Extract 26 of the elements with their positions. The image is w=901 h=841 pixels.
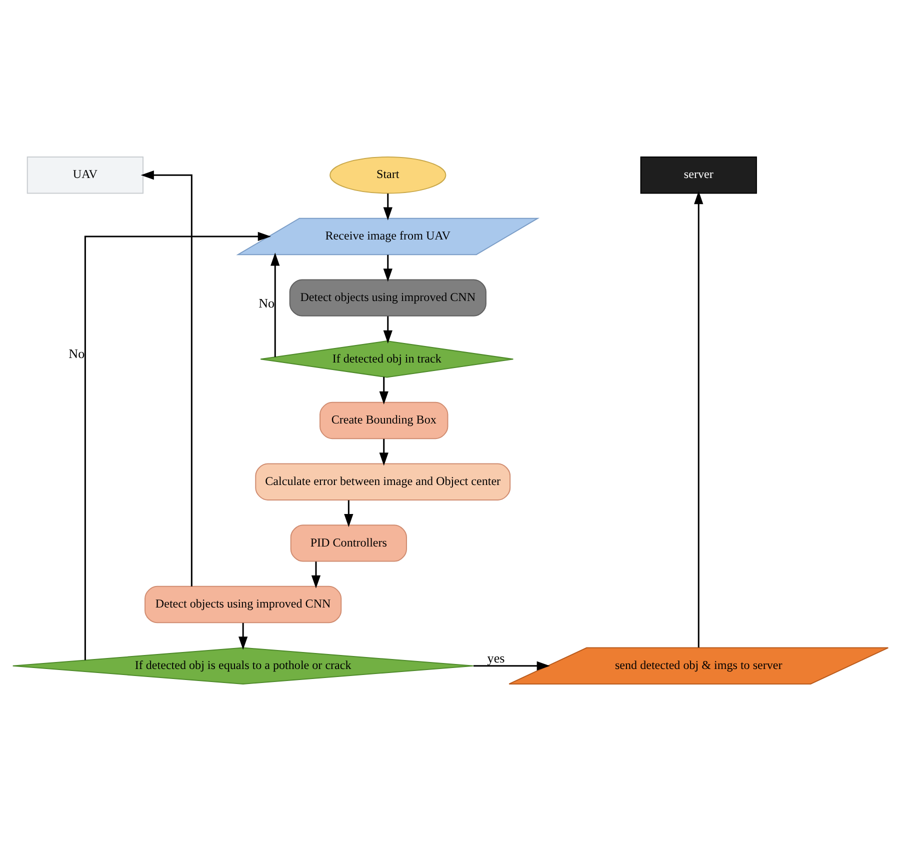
- node-diamond: If detected obj is equals to a pothole or crack: [12, 647, 474, 684]
- node-box: server: [640, 156, 757, 194]
- node-box: Detect objects using improved CNN: [144, 586, 342, 624]
- node-diamond: If detected obj in track: [260, 340, 514, 378]
- arrow: [270, 252, 280, 358]
- arrow: [140, 170, 192, 586]
- node-ellipse: Start: [330, 156, 446, 194]
- arrow: [84, 232, 271, 660]
- node-box: PID Controllers: [290, 524, 407, 562]
- arrow: [474, 661, 550, 670]
- arrow: [383, 316, 392, 344]
- edge-label: yes: [487, 650, 505, 666]
- arrow: [383, 254, 392, 282]
- node-box: Detect objects using improved CNN: [289, 279, 486, 316]
- edge-label: No: [68, 346, 85, 361]
- edge-label: No: [258, 295, 275, 310]
- arrow: [383, 194, 392, 220]
- node-box: Create Bounding Box: [320, 402, 448, 440]
- arrow: [238, 622, 248, 650]
- node-box: Calculate error between image and Object center: [255, 463, 511, 500]
- arrow: [311, 562, 321, 588]
- arrow: [379, 438, 388, 466]
- arrow: [694, 191, 704, 648]
- arrow: [379, 376, 388, 404]
- arrow: [344, 500, 354, 528]
- node-box: UAV: [26, 156, 144, 194]
